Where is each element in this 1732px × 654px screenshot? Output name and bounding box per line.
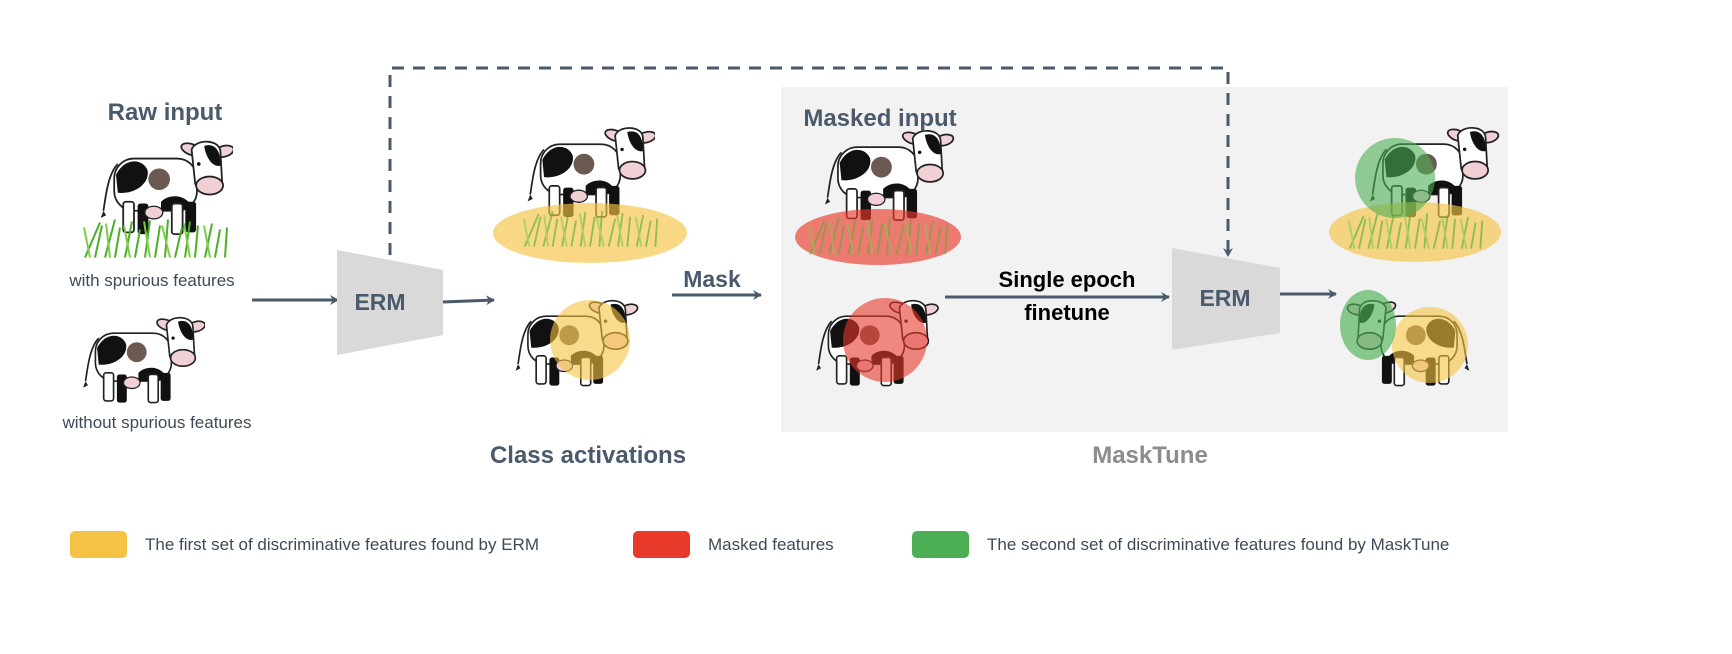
legend-swatch-red: [633, 531, 690, 558]
with-spurious-label: with spurious features: [69, 271, 235, 290]
erm-block-1: [337, 250, 443, 355]
dashed-weights-arrow: [388, 66, 1233, 257]
mask-label: Mask: [683, 266, 741, 292]
output-cow-body: [1340, 290, 1471, 387]
output-cow-grass: [1329, 126, 1501, 262]
cow-without-grass: [82, 316, 205, 404]
activation-cow-body: [514, 298, 640, 387]
legend-label-masked: Masked features: [708, 535, 834, 554]
masktune-title: MaskTune: [1092, 442, 1208, 469]
finetune-label-line2: finetune: [1024, 300, 1110, 325]
legend-swatch-yellow: [70, 531, 127, 558]
masked-input-title: Masked input: [803, 105, 957, 132]
erm-label-2: ERM: [1199, 285, 1251, 311]
legend-label-erm: The first set of discriminative features…: [145, 535, 539, 554]
cow-with-grass: [82, 139, 233, 259]
raw-input-title: Raw input: [107, 99, 223, 126]
masked-cow-body: [815, 298, 941, 387]
arrow-erm-to-activations: [442, 295, 495, 306]
finetune-label-line1: Single epoch: [998, 267, 1136, 292]
activation-cow-grass: [493, 126, 687, 263]
without-spurious-label: without spurious features: [62, 413, 252, 432]
legend-label-masktune: The second set of discriminative feature…: [987, 535, 1450, 554]
legend-swatch-green: [912, 531, 969, 558]
masked-cow-grass: [795, 129, 961, 265]
class-activations-title: Class activations: [489, 442, 687, 469]
erm-label-1: ERM: [354, 289, 406, 315]
erm-block-2: [1172, 248, 1280, 350]
